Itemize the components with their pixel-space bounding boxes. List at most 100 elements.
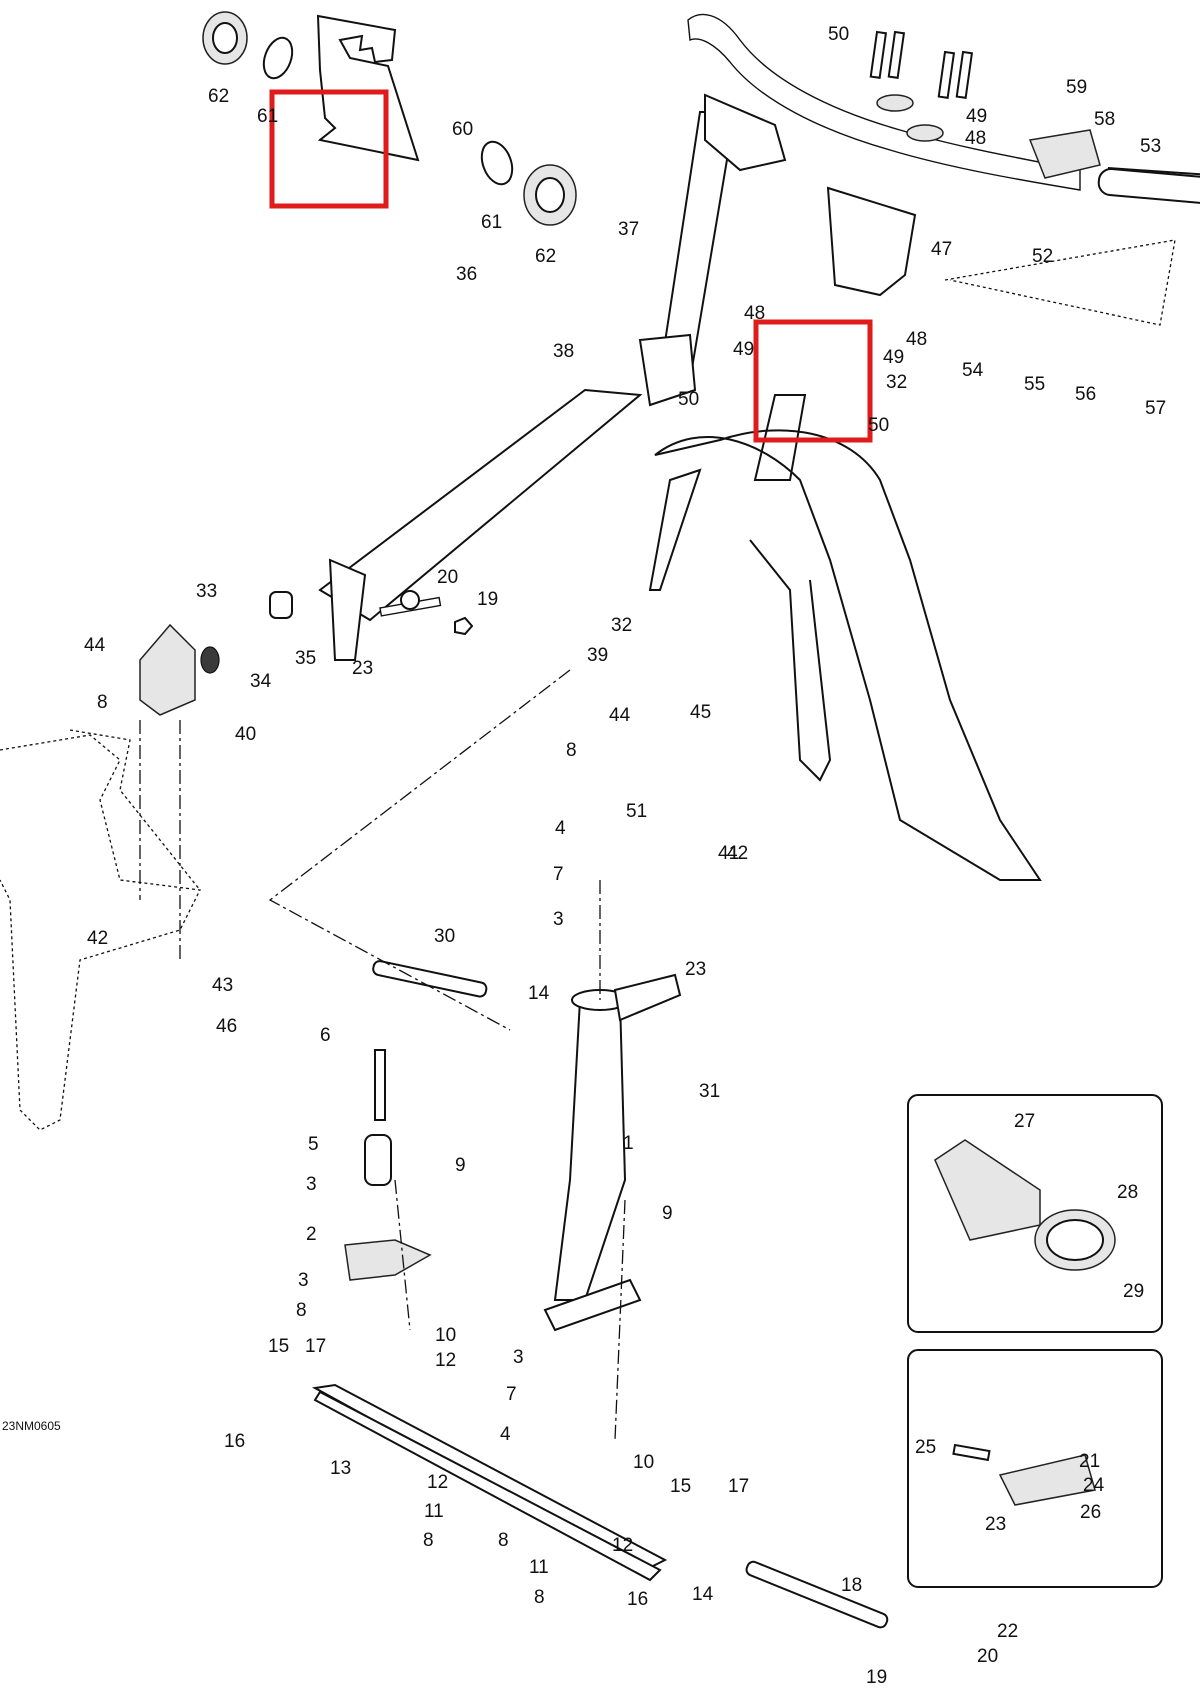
- ring-62-bottom: [523, 164, 577, 226]
- part-label-47: 47: [931, 239, 952, 260]
- part-label-43: 43: [212, 975, 233, 996]
- part-label-8: 8: [566, 740, 577, 761]
- part-label-27: 27: [1014, 1111, 1035, 1132]
- part-label-62: 62: [535, 246, 556, 267]
- part-label-8: 8: [498, 1530, 509, 1551]
- part-label-1: 1: [623, 1133, 634, 1154]
- drawing-code: 23NM0605: [2, 1419, 61, 1433]
- part-label-50: 50: [868, 415, 889, 436]
- part-label-23: 23: [985, 1514, 1006, 1535]
- part-label-41: 41: [718, 843, 739, 864]
- heat-shield-60: [316, 14, 420, 162]
- steering-arm-24: [998, 1454, 1096, 1506]
- part-label-48: 48: [744, 303, 765, 324]
- bolt-50-group-top: [869, 30, 974, 99]
- part-label-12: 12: [427, 1472, 448, 1493]
- part-label-38: 38: [553, 341, 574, 362]
- part-label-32: 32: [611, 615, 632, 636]
- throttle-housing-58: [1028, 129, 1101, 179]
- column-top-37: [704, 93, 787, 172]
- part-label-11: 11: [529, 1557, 549, 1578]
- part-label-51: 51: [626, 801, 647, 822]
- part-label-49: 49: [966, 106, 987, 127]
- part-label-62: 62: [208, 86, 229, 107]
- bushing-34: [200, 646, 220, 674]
- part-label-30: 30: [434, 926, 455, 947]
- part-label-31: 31: [699, 1081, 720, 1102]
- clamp-48-top: [876, 94, 944, 142]
- part-label-15: 15: [670, 1476, 691, 1497]
- part-label-17: 17: [728, 1476, 749, 1497]
- part-label-20: 20: [977, 1646, 998, 1667]
- part-label-4: 4: [555, 818, 566, 839]
- part-label-36: 36: [456, 264, 477, 285]
- tie-rod-18: [745, 1560, 889, 1629]
- part-label-10: 10: [435, 1325, 456, 1346]
- part-label-15: 15: [268, 1336, 289, 1357]
- part-label-49: 49: [883, 347, 904, 368]
- part-label-9: 9: [662, 1203, 673, 1224]
- part-label-10: 10: [633, 1452, 654, 1473]
- part-label-3: 3: [306, 1174, 317, 1195]
- post-arm-1: [613, 973, 682, 1022]
- part-label-28: 28: [1117, 1182, 1138, 1203]
- part-label-21: 21: [1079, 1451, 1100, 1472]
- part-label-12: 12: [435, 1350, 456, 1371]
- part-label-54: 54: [962, 360, 984, 381]
- part-label-50: 50: [678, 389, 699, 410]
- rail-13-lower: [313, 1390, 662, 1582]
- part-label-8: 8: [423, 1530, 434, 1551]
- centerline-f: [394, 1179, 411, 1331]
- part-label-33: 33: [196, 581, 217, 602]
- part-label-12: 12: [612, 1535, 633, 1556]
- part-label-19: 19: [866, 1667, 887, 1688]
- part-label-17: 17: [305, 1336, 326, 1357]
- part-label-58: 58: [1094, 109, 1115, 130]
- part-label-8: 8: [534, 1587, 545, 1608]
- part-label-6: 6: [320, 1025, 331, 1046]
- part-label-25: 25: [915, 1437, 936, 1458]
- part-label-22: 22: [997, 1621, 1018, 1642]
- part-label-14: 14: [528, 983, 550, 1004]
- column-support-47: [826, 186, 917, 297]
- steering-post-1: [553, 999, 627, 1301]
- part-label-45: 45: [690, 702, 711, 723]
- part-label-5: 5: [308, 1134, 319, 1155]
- part-label-24: 24: [1083, 1475, 1105, 1496]
- grip-53: [1107, 167, 1200, 176]
- part-label-3: 3: [513, 1347, 524, 1368]
- part-label-53: 53: [1140, 136, 1161, 157]
- part-label-48: 48: [965, 128, 986, 149]
- part-label-44: 44: [84, 635, 106, 656]
- part-label-61: 61: [257, 106, 278, 127]
- shaft-arm: [328, 558, 367, 661]
- part-label-9: 9: [455, 1155, 466, 1176]
- part-label-16: 16: [627, 1589, 648, 1610]
- part-label-52: 52: [1032, 246, 1053, 267]
- o-ring-61-top: [262, 36, 294, 80]
- frame-main: [654, 429, 1042, 881]
- bolt-25: [952, 1443, 991, 1462]
- part-label-7: 7: [553, 864, 564, 885]
- part-label-13: 13: [330, 1458, 351, 1479]
- part-label-50: 50: [828, 24, 849, 45]
- part-label-16: 16: [224, 1431, 245, 1452]
- part-label-29: 29: [1123, 1281, 1144, 1302]
- part-label-32: 32: [886, 372, 907, 393]
- part-label-39: 39: [587, 645, 608, 666]
- part-label-44: 44: [609, 705, 631, 726]
- part-label-48: 48: [906, 329, 927, 350]
- part-label-26: 26: [1080, 1502, 1101, 1523]
- part-label-2: 2: [306, 1224, 317, 1245]
- steering-shaft-36: [318, 388, 643, 622]
- handlebar-52: [687, 13, 1081, 191]
- frame-leg: [749, 539, 832, 782]
- u-joint-38: [638, 333, 697, 407]
- part-label-23: 23: [685, 959, 706, 980]
- part-label-4: 4: [500, 1424, 511, 1445]
- part-label-18: 18: [841, 1575, 862, 1596]
- ring-62-top: [202, 11, 248, 65]
- part-label-14: 14: [692, 1584, 714, 1605]
